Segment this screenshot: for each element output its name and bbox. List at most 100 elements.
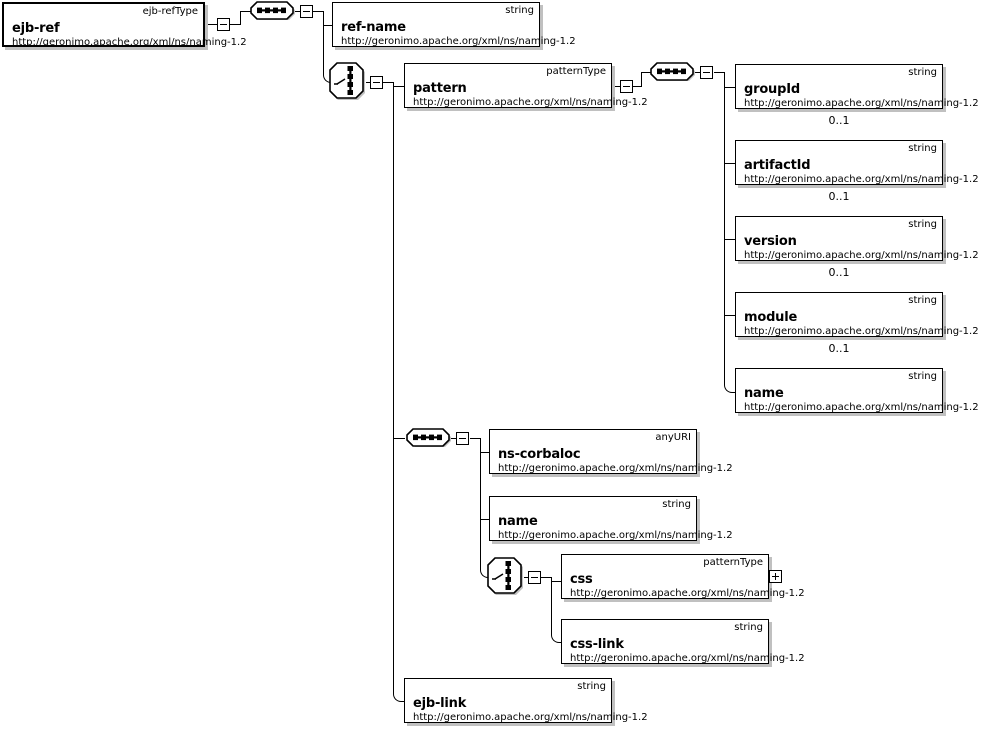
choice-icon-css[interactable] [487, 556, 529, 605]
connector-rightcol-v2 [724, 163, 725, 239]
connector-to-pattern [393, 86, 404, 87]
toggle-root[interactable] [217, 18, 230, 31]
connector-choicepattern-out [366, 82, 370, 83]
element-box-name-pattern[interactable]: string name http://geronimo.apache.org/x… [735, 368, 979, 413]
element-name-label: pattern [413, 81, 467, 96]
toggle-pattern[interactable] [620, 80, 633, 93]
connector-rightcol-v4 [724, 315, 725, 383]
connector-to-css [551, 581, 561, 582]
connector-css-v0 [551, 577, 552, 581]
element-box-pattern[interactable]: patternType pattern http://geronimo.apac… [404, 63, 648, 108]
connector-rightcol-v3 [724, 239, 725, 315]
element-namespace-label: http://geronimo.apache.org/xml/ns/naming… [570, 653, 805, 664]
connector-pattern-toseq-v [641, 72, 642, 87]
connector-pattern-toseq-h2 [641, 72, 651, 73]
element-namespace-label: http://geronimo.apache.org/xml/ns/naming… [498, 463, 733, 474]
choice-icon-pattern[interactable] [329, 61, 371, 110]
toggle-sequence-pattern[interactable] [700, 66, 713, 79]
connector-to-seqroot [240, 11, 251, 12]
connector-to-seqcorbaloc [393, 438, 405, 439]
element-name-label: ns-corbaloc [498, 447, 581, 462]
toggle-sequence-root[interactable] [300, 5, 313, 18]
connector-to-version [724, 239, 736, 240]
element-namespace-label: http://geronimo.apache.org/xml/ns/naming… [12, 37, 247, 48]
element-namespace-label: http://geronimo.apache.org/xml/ns/naming… [570, 588, 805, 599]
element-box-name-corbaloc[interactable]: string name http://geronimo.apache.org/x… [489, 496, 733, 541]
element-namespace-label: http://geronimo.apache.org/xml/ns/naming… [744, 402, 979, 413]
connector-corbaloc-v2 [480, 519, 481, 565]
connector-to-refname [323, 25, 334, 26]
element-type-label: string [908, 371, 937, 382]
connector-seqroot-trunk-vert1 [323, 11, 324, 25]
element-type-label: string [908, 219, 937, 230]
connector-toggle-to-up [230, 24, 240, 25]
connector-rightcol-v0 [724, 72, 725, 87]
element-name-label: version [744, 234, 797, 249]
connector-rightcol-v1 [724, 87, 725, 163]
connector-corner-to-choicecss [480, 565, 493, 578]
element-name-label: name [744, 386, 784, 401]
element-namespace-label: http://geronimo.apache.org/xml/ns/naming… [744, 98, 979, 109]
cardinality-groupId: 0..1 [828, 114, 850, 127]
element-box-ejb-ref[interactable]: ejb-refType ejb-ref http://geronimo.apac… [2, 2, 247, 48]
toggle-choice-css[interactable] [528, 571, 541, 584]
element-name-label: name [498, 514, 538, 529]
element-namespace-label: http://geronimo.apache.org/xml/ns/naming… [498, 530, 733, 541]
connector-corner-to-csslink [551, 630, 564, 643]
element-type-label: string [662, 499, 691, 510]
connector-choicetrunk-v0 [393, 82, 394, 86]
toggle-sequence-corbaloc[interactable] [456, 432, 469, 445]
element-namespace-label: http://geronimo.apache.org/xml/ns/naming… [744, 174, 979, 185]
connector-choicetrunk-v2 [393, 438, 394, 688]
connector-rightcol-top [714, 72, 724, 73]
connector-seqpattern-out [692, 72, 700, 73]
toggle-css[interactable] [769, 570, 782, 583]
connector-pattern-out [611, 86, 620, 87]
connector-to-groupid [724, 87, 736, 88]
element-namespace-label: http://geronimo.apache.org/xml/ns/naming… [413, 97, 648, 108]
connector-corbaloc-v0 [480, 438, 481, 452]
element-type-label: ejb-refType [142, 6, 198, 17]
element-type-label: string [908, 295, 937, 306]
connector-corbaloc-v1 [480, 452, 481, 519]
connector-css-v1 [551, 581, 552, 630]
element-name-label: ejb-link [413, 696, 467, 711]
connector-root-to-toggle [203, 24, 217, 25]
element-box-version[interactable]: string version http://geronimo.apache.or… [735, 216, 979, 261]
connector-seqcorbaloc-out [448, 438, 456, 439]
connector-to-nscorbaloc [480, 452, 490, 453]
element-type-label: patternType [703, 557, 763, 568]
element-box-css-link[interactable]: string css-link http://geronimo.apache.o… [561, 619, 805, 664]
cardinality-module: 0..1 [828, 342, 850, 355]
cardinality-artifactId: 0..1 [828, 190, 850, 203]
toggle-choice-pattern[interactable] [370, 76, 383, 89]
element-type-label: patternType [546, 66, 606, 77]
connector-corbaloc-trunk-top [470, 438, 480, 439]
connector-seqroot-trunk-vert2 [323, 25, 324, 67]
element-box-ns-corbaloc[interactable]: anyURI ns-corbaloc http://geronimo.apach… [489, 429, 733, 474]
connector-seqroot-trunk-top [313, 11, 323, 12]
connector-choicetrunk-v1 [393, 86, 394, 438]
element-box-ejb-link[interactable]: string ejb-link http://geronimo.apache.o… [404, 678, 648, 723]
element-box-module[interactable]: string module http://geronimo.apache.org… [735, 292, 979, 337]
element-namespace-label: http://geronimo.apache.org/xml/ns/naming… [744, 326, 979, 337]
element-namespace-label: http://geronimo.apache.org/xml/ns/naming… [744, 250, 979, 261]
connector-choicecss-out [524, 577, 528, 578]
sequence-icon-corbaloc[interactable] [406, 427, 454, 456]
element-name-label: module [744, 310, 798, 325]
connector-corner-to-name-pattern [724, 383, 737, 393]
element-box-groupId[interactable]: string groupId http://geronimo.apache.or… [735, 64, 979, 109]
sequence-icon-pattern[interactable] [650, 61, 698, 90]
element-box-css[interactable]: patternType css http://geronimo.apache.o… [561, 554, 805, 599]
element-box-artifactId[interactable]: string artifactId http://geronimo.apache… [735, 140, 979, 185]
element-type-label: anyURI [655, 432, 691, 443]
element-box-ref-name[interactable]: string ref-name http://geronimo.apache.o… [332, 2, 576, 47]
connector-to-artifactid [724, 163, 736, 164]
connector-vert-to-seqroot [240, 11, 241, 25]
cardinality-version: 0..1 [828, 266, 850, 279]
element-type-label: string [908, 143, 937, 154]
element-name-label: artifactId [744, 158, 811, 173]
connector-to-module [724, 315, 736, 316]
element-namespace-label: http://geronimo.apache.org/xml/ns/naming… [341, 36, 576, 47]
sequence-icon-root[interactable] [250, 0, 298, 29]
